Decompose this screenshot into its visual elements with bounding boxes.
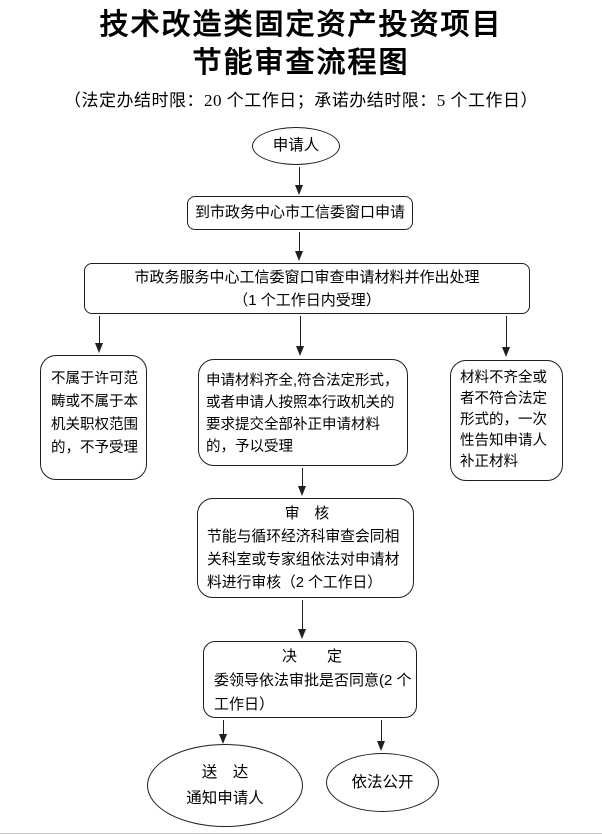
window-review-text: 市政务服务中心工信委窗口审查申请材料并作出处理（1 个工作日内受理）	[134, 268, 480, 309]
deliver-node-subtitle: 通知申请人	[186, 789, 264, 807]
publish-node: 依法公开	[326, 753, 439, 812]
decision-box: 决 定 委领导依法审批是否同意(2 个工作日）	[203, 641, 417, 718]
arrow-decision-to-publish	[376, 720, 385, 751]
apply-window-box: 到市政务中心市工信委窗口申请	[187, 196, 413, 230]
arrow-apply-to-window-review	[294, 232, 303, 261]
reject-outcome-text: 不属于许可范畴或不属于本机关职权范围的，不予受理	[51, 371, 138, 456]
arrow-review-to-decision	[297, 600, 306, 639]
arrow-start-to-apply	[294, 167, 303, 195]
arrow-accept-to-review	[297, 468, 306, 496]
arrow-to-supplement	[501, 316, 510, 357]
publish-node-label: 依法公开	[351, 773, 414, 791]
page-title: 技术改造类固定资产投资项目 节能审查流程图	[0, 6, 602, 82]
review-box-title: 审 核	[284, 506, 330, 522]
accept-outcome-box: 申请材料齐全,符合法定形式，或者申请人按照本行政机关的要求提交全部补正申请材料的…	[198, 359, 408, 466]
page-subtitle: （法定办结时限：20 个工作日；承诺办结时限：5 个工作日）	[64, 91, 538, 110]
reject-outcome-box: 不属于许可范畴或不属于本机关职权范围的，不予受理	[40, 355, 147, 480]
decision-box-text: 委领导依法审批是否同意(2 个工作日）	[214, 672, 412, 713]
supplement-outcome-text: 材料不齐全或者不符合法定形式的，一次性告知申请人补正材料	[460, 370, 547, 470]
decision-box-title: 决 定	[281, 648, 342, 665]
deliver-node-title: 送 达	[201, 763, 249, 781]
accept-outcome-text: 申请材料齐全,符合法定形式，或者申请人按照本行政机关的要求提交全部补正申请材料的…	[206, 373, 399, 455]
page-title-line2: 节能审查流程图	[192, 47, 410, 79]
start-node-label: 申请人	[272, 137, 320, 154]
review-box-text: 节能与循环经济科审查会同相关科室或专家组依法对申请材料进行审核（2 个工作日）	[207, 529, 400, 591]
arrow-to-reject	[94, 316, 103, 353]
arrow-decision-to-deliver	[218, 720, 227, 744]
supplement-outcome-box: 材料不齐全或者不符合法定形式的，一次性告知申请人补正材料	[450, 360, 563, 481]
page-title-line1: 技术改造类固定资产投资项目	[99, 9, 503, 41]
apply-window-label: 到市政务中心市工信委窗口申请	[194, 204, 405, 221]
deliver-node: 送 达 通知申请人	[147, 744, 303, 827]
window-review-box: 市政务服务中心工信委窗口审查申请材料并作出处理（1 个工作日内受理）	[84, 263, 530, 314]
review-box: 审 核 节能与循环经济科审查会同相关科室或专家组依法对申请材料进行审核（2 个工…	[197, 498, 414, 598]
start-node-applicant: 申请人	[252, 127, 340, 165]
arrow-to-accept	[295, 316, 304, 356]
